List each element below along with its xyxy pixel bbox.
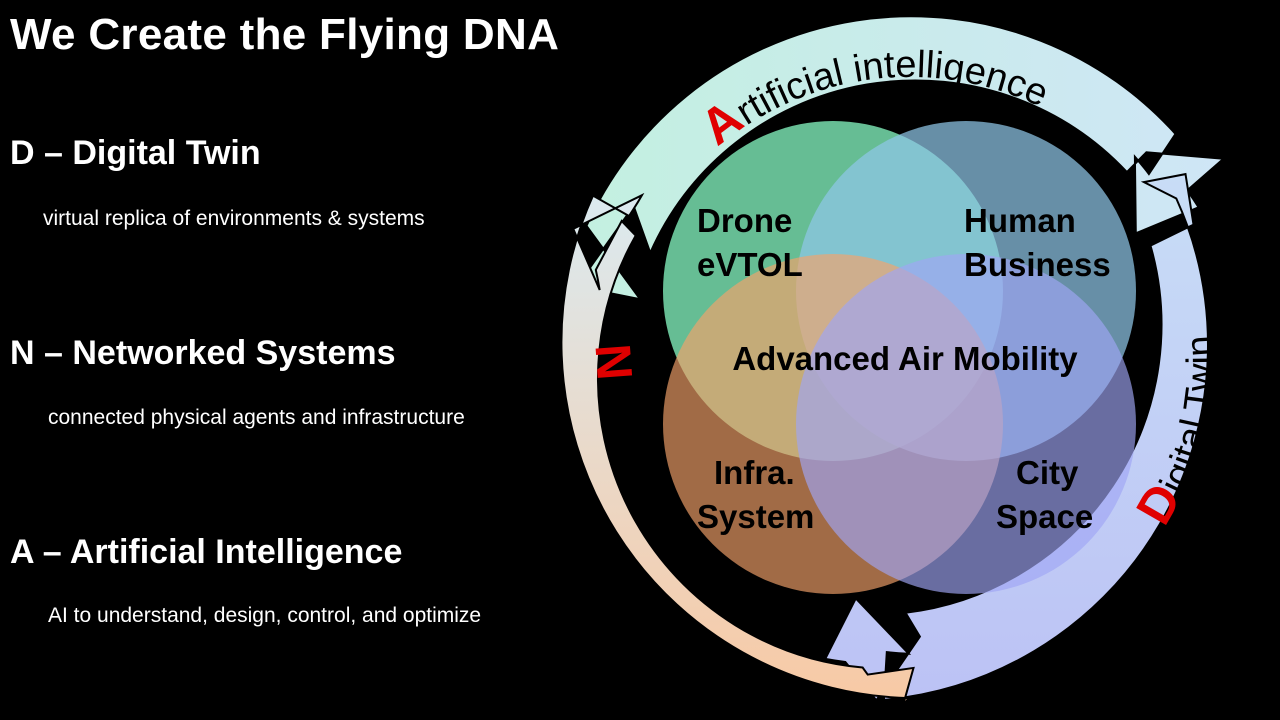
ring-arrow-artificial-intelligence: [574, 15, 1226, 301]
label-advanced-air-mobility: Advanced Air Mobility: [732, 340, 1078, 377]
label-system: System: [697, 498, 814, 535]
digital-twin-description: virtual replica of environments & system…: [43, 207, 425, 230]
label-space: Space: [996, 498, 1093, 535]
venn-circles: [663, 121, 1136, 594]
venn-circle-city-space: [796, 254, 1136, 594]
networked-systems-description: connected physical agents and infrastruc…: [48, 406, 465, 429]
networked-initial-letter: N: [584, 342, 642, 382]
artificial-intelligence-heading: A – Artificial Intelligence: [10, 533, 403, 571]
label-evtol: eVTOL: [697, 246, 803, 283]
digital-twin-heading: D – Digital Twin: [10, 134, 261, 172]
label-infra: Infra.: [714, 454, 795, 491]
label-city: City: [1016, 454, 1079, 491]
label-human: Human: [964, 202, 1076, 239]
ring-arrow-digital-twin: [823, 172, 1209, 702]
label-drone: Drone: [697, 202, 792, 239]
ring-arrow-networked-systems: [560, 192, 915, 707]
label-business: Business: [964, 246, 1111, 283]
page-title: We Create the Flying DNA: [10, 10, 560, 59]
artificial-intelligence-description: AI to understand, design, control, and o…: [48, 604, 482, 627]
networked-systems-heading: N – Networked Systems: [10, 334, 396, 372]
